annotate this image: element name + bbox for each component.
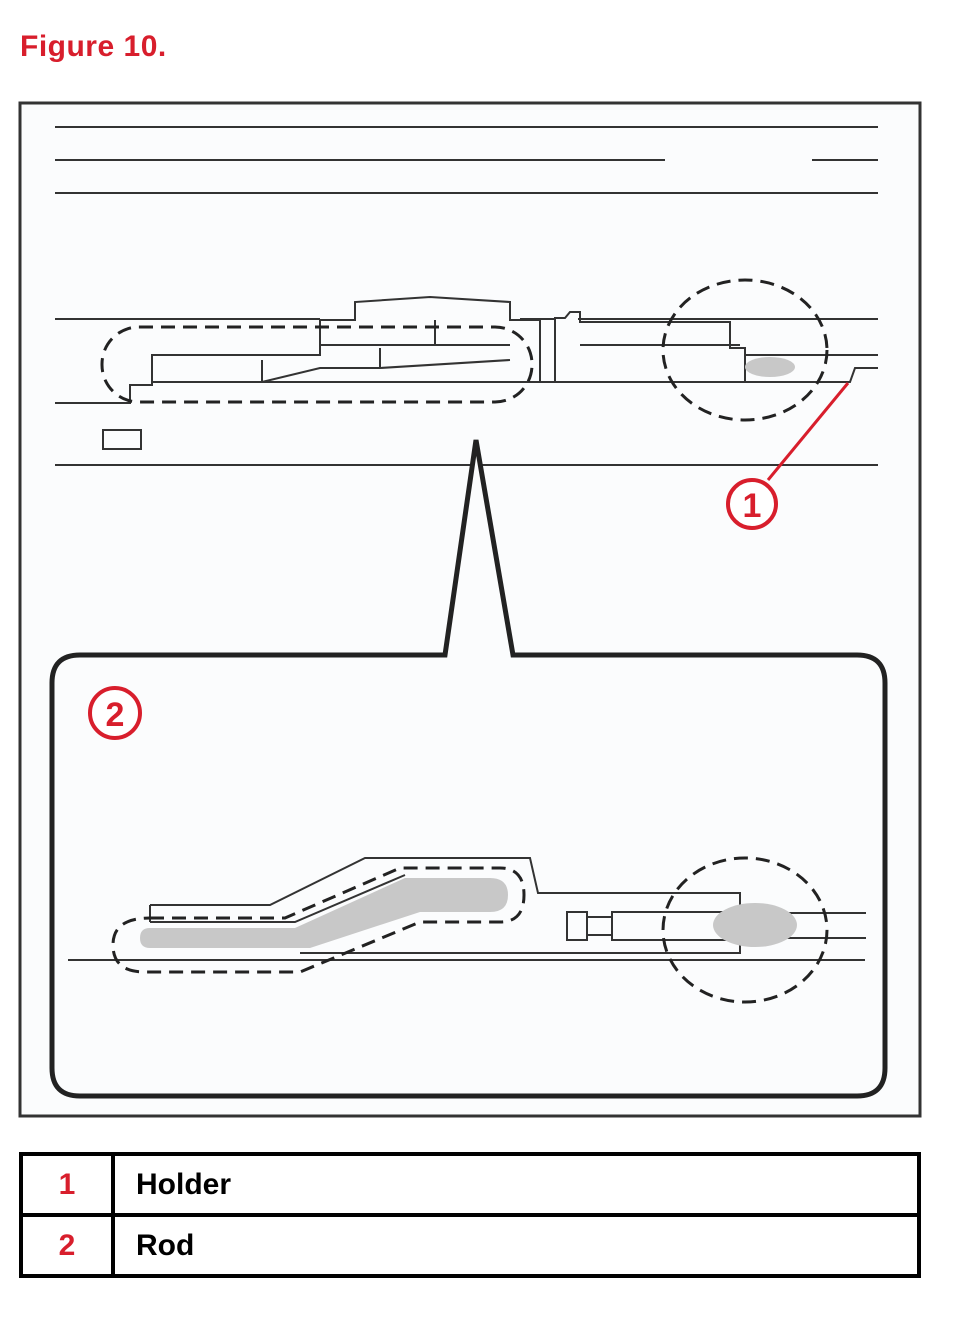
figure-diagram: 1 2 (18, 101, 922, 1118)
rod-detail (68, 856, 866, 1004)
main-assembly (55, 295, 878, 466)
legend-label: Holder (111, 1152, 921, 1217)
holder-highlight (745, 357, 795, 377)
callout-1: 1 (726, 478, 778, 530)
holder-detail-outline (661, 278, 829, 422)
legend-row: 1 Holder (19, 1152, 921, 1217)
rod-detail-outline (100, 325, 534, 404)
figure-title: Figure 10. (20, 30, 167, 63)
callout-2: 2 (88, 686, 142, 740)
holder-detail-dashed-outline (661, 856, 829, 1004)
legend-table: 1 Holder 2 Rod (19, 1152, 921, 1278)
legend-label: Rod (111, 1213, 921, 1278)
legend-number: 2 (19, 1213, 115, 1278)
svg-text:1: 1 (743, 487, 762, 525)
rod-highlight (140, 878, 508, 948)
holder-detail-highlight (713, 903, 797, 947)
legend-row: 2 Rod (19, 1213, 921, 1278)
callout-1-leader (766, 382, 850, 481)
rod-dashed-outline (111, 866, 526, 974)
svg-text:2: 2 (106, 696, 125, 734)
panel-edge-lines (55, 126, 878, 194)
legend-number: 1 (19, 1152, 115, 1217)
